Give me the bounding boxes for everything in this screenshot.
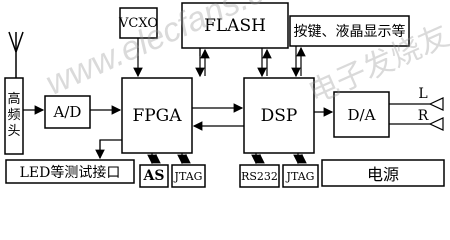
vcxo-label: VCXO	[118, 15, 159, 31]
rs232-box	[239, 164, 280, 188]
keys-label: 按键、液晶显示等	[293, 24, 406, 40]
dsp-box	[243, 77, 315, 154]
speaker-left-icon	[428, 97, 444, 111]
block-diagram: 高频头 A/D FPGA DSP D/A VCXO FLASH 按键、液晶显示等…	[4, 0, 450, 188]
led-label: LED等测试接口	[19, 164, 121, 181]
tuner-label: 高频头	[7, 92, 21, 139]
output-left-label: L	[418, 86, 428, 102]
rs232-label: RS232	[241, 169, 278, 183]
antenna-icon	[8, 31, 24, 78]
diagram-lines	[4, 2, 445, 188]
output-right-label: R	[417, 108, 429, 124]
da-box	[333, 91, 390, 138]
jtag2-label: JTAG	[286, 169, 315, 183]
as-label: AS	[143, 168, 165, 184]
da-label: D/A	[347, 105, 376, 124]
jtag1-box	[171, 164, 206, 188]
jtag2-box	[282, 164, 319, 188]
ad-box	[44, 95, 91, 129]
flash-label: FLASH	[204, 15, 266, 36]
dsp-label: DSP	[260, 105, 298, 126]
fpga-label: FPGA	[132, 105, 182, 126]
led-box	[5, 159, 135, 184]
jtag1-label: JTAG	[174, 169, 203, 183]
fpga-box	[121, 77, 193, 154]
vcxo-box	[119, 7, 158, 39]
flash-box	[181, 2, 289, 49]
power-box	[321, 159, 445, 187]
keys-box	[289, 15, 410, 47]
tuner-box	[4, 77, 24, 155]
connection-arrows	[23, 38, 430, 165]
power-label: 电源	[366, 165, 399, 184]
speaker-right-icon	[428, 117, 444, 131]
as-box	[139, 164, 169, 188]
ad-label: A/D	[53, 103, 82, 121]
